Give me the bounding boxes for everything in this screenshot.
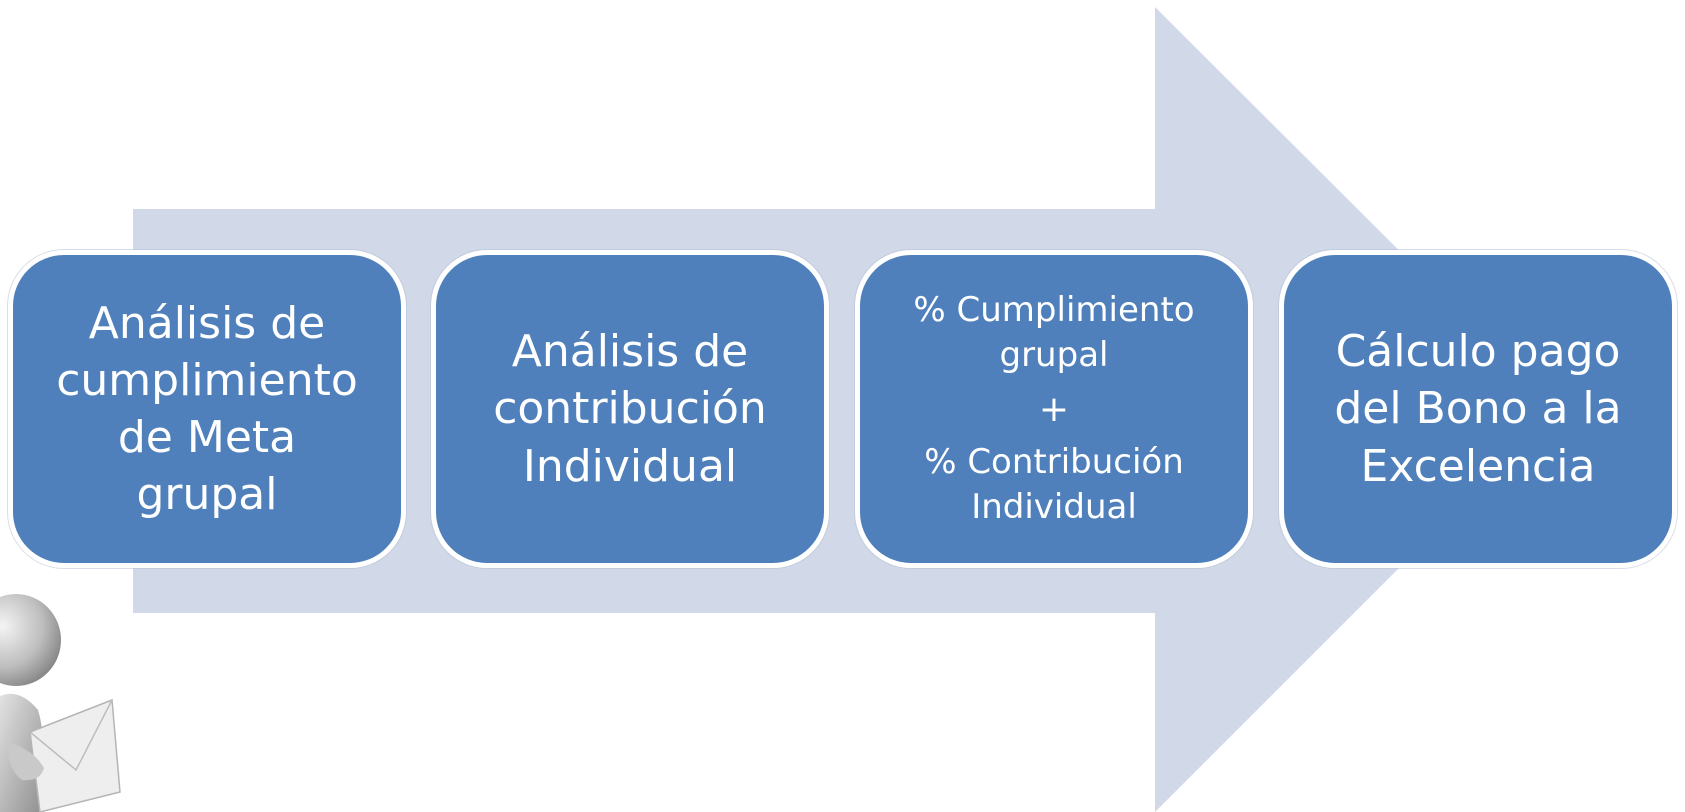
- step-box-individual-contribution-analysis: Análisis de contribución Individual: [431, 250, 829, 568]
- step-label: Cálculo pago del Bono a la Excelencia: [1334, 326, 1622, 492]
- individual-contribution-percent-label: % Contribución Individual: [924, 442, 1184, 528]
- group-compliance-percent-label: % Cumplimiento grupal: [913, 289, 1195, 375]
- envelope-flap: [29, 699, 113, 772]
- step-box-group-goal-analysis: Análisis de cumplimiento de Meta grupal: [8, 250, 406, 568]
- envelope-shape: [29, 698, 121, 812]
- person-carrying-envelope-icon: [0, 594, 121, 812]
- step-label: Análisis de contribución Individual: [493, 326, 767, 492]
- step-box-percent-formula: % Cumplimiento grupal + % Contribución I…: [855, 250, 1253, 568]
- step-label: Análisis de cumplimiento de Meta grupal: [56, 297, 358, 521]
- figure-arm: [7, 742, 44, 781]
- arrow-shape: [133, 7, 1558, 812]
- step-box-bonus-payment-calculation: Cálculo pago del Bono a la Excelencia: [1279, 250, 1677, 568]
- figure-head: [0, 594, 61, 686]
- plus-operator: +: [1038, 389, 1070, 430]
